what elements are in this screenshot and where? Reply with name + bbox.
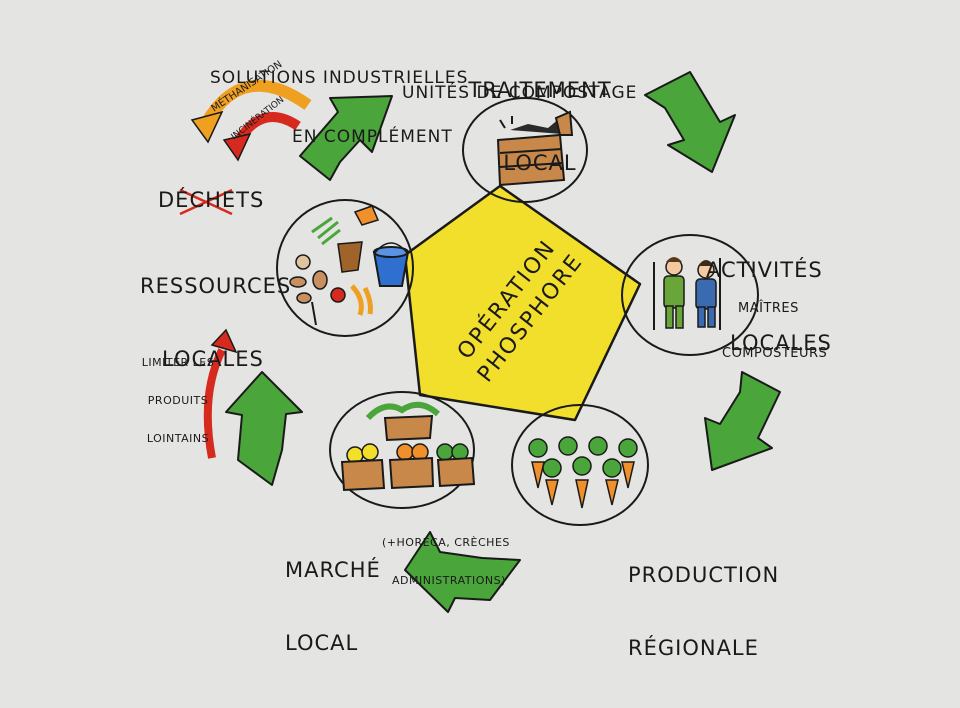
organic-waste-icon xyxy=(289,205,380,326)
dechets-struck-label: DÉCHETS xyxy=(158,188,265,212)
ressources-line1: RESSOURCES xyxy=(140,274,292,299)
methanisation-arrowhead xyxy=(190,110,224,144)
cycle-arrow-5 xyxy=(299,95,393,181)
solutions-label: SOLUTIONS INDUSTRIELLES EN COMPLÉMENT xyxy=(210,30,468,186)
incineration-arrowhead xyxy=(222,132,252,162)
marche-note: (+HORECA, CRÈCHES ADMINISTRATIONS) xyxy=(382,512,510,613)
ressources-label: RESSOURCES LOCALES xyxy=(140,226,291,419)
strike-line-2 xyxy=(179,188,233,216)
solutions-line1: SOLUTIONS INDUSTRIELLES xyxy=(210,68,469,89)
ressources-line2: LOCALES xyxy=(162,346,264,371)
diagram-artwork: MÉTHANISATION INCINÉRATION OPÉRATION PHO… xyxy=(179,57,781,613)
resources-circle xyxy=(276,199,414,337)
market-circle xyxy=(329,391,475,509)
production-line1: PRODUCTION xyxy=(628,563,780,588)
marche-note-line1: (+HORECA, CRÈCHES xyxy=(382,536,510,550)
solutions-line2: EN COMPLÉMENT xyxy=(292,126,453,147)
traitement-line1: TRAITEMENT xyxy=(468,78,612,103)
cycle-arrow-2 xyxy=(704,371,781,471)
phosphore-diagram: MÉTHANISATION INCINÉRATION OPÉRATION PHO… xyxy=(128,30,832,659)
production-label: PRODUCTION RÉGIONALE xyxy=(628,515,779,708)
limiter-arrow xyxy=(203,348,226,459)
composters-circle xyxy=(621,234,759,356)
activites-sub: MAÎTRES COMPOSTEURS xyxy=(722,272,827,392)
compost-circle xyxy=(462,97,588,203)
traitement-label: TRAITEMENT LOCAL xyxy=(440,30,640,223)
activites-line2: LOCALES xyxy=(730,330,832,355)
production-circle xyxy=(511,404,649,526)
market-crates-icon xyxy=(340,401,476,492)
limiter-arrowhead xyxy=(210,328,238,354)
limiter-line1: LIMITER LES xyxy=(141,356,215,370)
activites-label: ACTIVITÉS LOCALES xyxy=(706,210,832,403)
traitement-line3: UNITÉS DE COMPOSTAGE xyxy=(402,83,638,103)
activites-line3: MAÎTRES xyxy=(738,300,799,316)
production-line2: RÉGIONALE xyxy=(628,635,759,660)
traitement-line2: LOCAL xyxy=(503,150,577,175)
limiter-line3: LOINTAINS xyxy=(146,432,210,446)
marche-line2: LOCAL xyxy=(285,630,359,655)
cycle-arrow-3 xyxy=(404,531,521,613)
carrot-plants-icon xyxy=(528,436,638,509)
cycle-arrow-4 xyxy=(225,371,303,486)
marche-label: MARCHÉ LOCAL xyxy=(285,510,381,703)
marche-note-line2: ADMINISTRATIONS) xyxy=(392,574,506,588)
methanisation-arrow xyxy=(202,79,312,124)
limiter-line2: PRODUITS xyxy=(147,394,209,408)
activites-line4: COMPOSTEURS xyxy=(722,345,828,361)
cycle-arrow-1 xyxy=(644,71,736,173)
center-pentagon xyxy=(403,184,642,422)
limiter-label: LIMITER LES PRODUITS LOINTAINS xyxy=(128,332,228,471)
composter-people-icon xyxy=(653,257,721,330)
marche-line1: MARCHÉ xyxy=(285,558,381,583)
bucket-icon xyxy=(372,242,410,287)
compost-bin-icon xyxy=(496,110,574,187)
activites-line1: ACTIVITÉS xyxy=(706,258,823,283)
